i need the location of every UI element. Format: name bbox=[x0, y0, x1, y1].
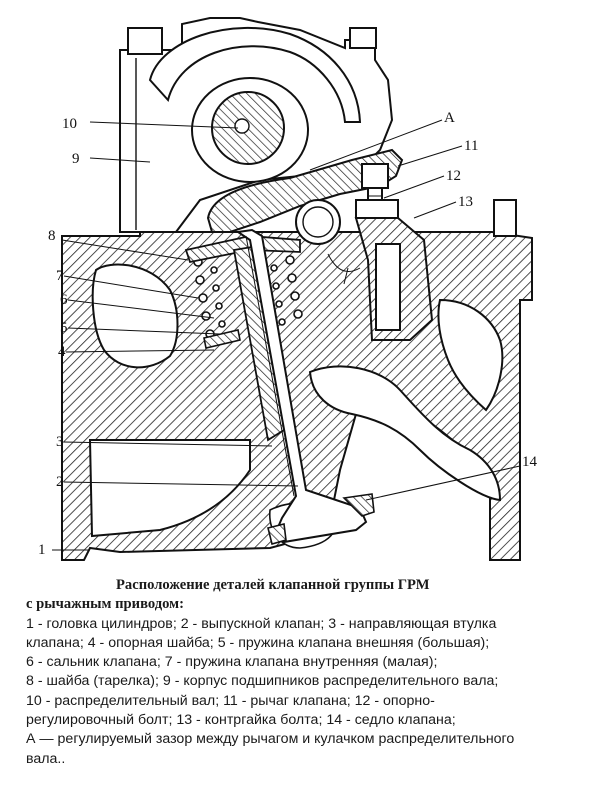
rocker-arm bbox=[206, 148, 404, 233]
label-8: 8 bbox=[48, 228, 56, 244]
caption: Расположение деталей клапанной группы ГР… bbox=[26, 576, 586, 769]
camshaft bbox=[191, 77, 309, 183]
label-3: 3 bbox=[56, 434, 64, 450]
label-10: 10 bbox=[62, 116, 77, 132]
label-5: 5 bbox=[60, 320, 68, 336]
label-4: 4 bbox=[58, 344, 66, 360]
label-7: 7 bbox=[56, 268, 64, 284]
label-11: 11 bbox=[464, 138, 478, 154]
part-labels: 10 9 А 11 12 13 8 7 6 5 4 3 14 2 1 bbox=[38, 110, 538, 558]
label-9: 9 bbox=[72, 151, 80, 167]
label-6: 6 bbox=[60, 292, 68, 308]
caption-title: Расположение деталей клапанной группы ГР… bbox=[116, 577, 430, 593]
label-13: 13 bbox=[458, 194, 473, 210]
stud bbox=[493, 199, 517, 237]
caption-line: 8 - шайба (тарелка); 9 - корпус подшипни… bbox=[26, 673, 499, 690]
caption-line: клапана; 4 - опорная шайба; 5 - пружина … bbox=[26, 634, 490, 651]
caption-line: 1 - головка цилиндров; 2 - выпускной кла… bbox=[26, 615, 497, 632]
label-12: 12 bbox=[446, 168, 461, 184]
caption-line: 10 - распределительный вал; 11 - рычаг к… bbox=[26, 692, 435, 709]
caption-line: А — регулируемый зазор между рычагом и к… bbox=[26, 731, 515, 748]
oil-pipe bbox=[295, 199, 361, 285]
label-14: 14 bbox=[522, 454, 538, 470]
exhaust-valve bbox=[235, 228, 368, 544]
label-1: 1 bbox=[38, 542, 46, 558]
caption-subtitle: с рычажным приводом: bbox=[26, 596, 184, 613]
support-washer bbox=[203, 329, 241, 349]
leader-lines bbox=[52, 119, 521, 551]
caption-line: 6 - сальник клапана; 7 - пружина клапана… bbox=[26, 654, 438, 671]
lock-nut bbox=[354, 199, 434, 341]
label-2: 2 bbox=[56, 474, 64, 490]
caption-line: регулировочный болт; 13 - контргайка бол… bbox=[26, 712, 456, 729]
valve-springs bbox=[193, 255, 303, 339]
caption-line: вала.. bbox=[26, 750, 66, 767]
valve-train-cross-section: 10 9 А 11 12 13 8 7 6 5 4 3 14 2 1 bbox=[38, 17, 538, 561]
label-A: А bbox=[444, 110, 455, 126]
